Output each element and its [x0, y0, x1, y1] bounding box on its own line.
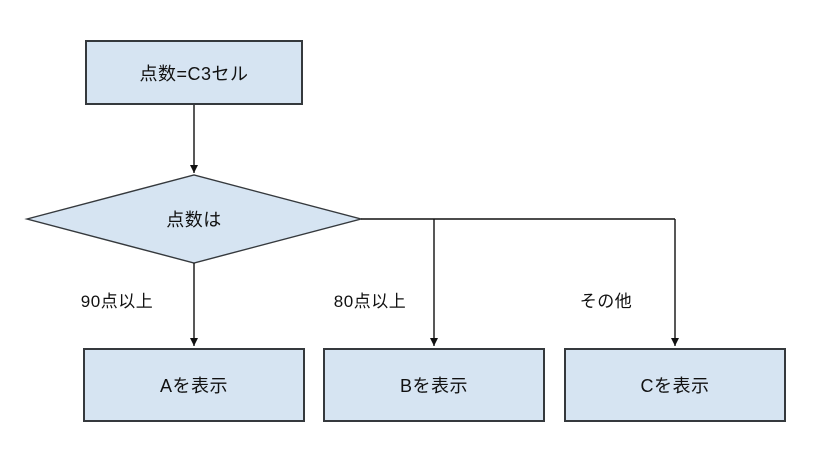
- node-result-c-label: Cを表示: [640, 376, 710, 396]
- node-start-label: 点数=C3セル: [139, 63, 249, 84]
- node-result-c: Cを表示: [564, 348, 786, 422]
- node-result-a: Aを表示: [83, 348, 305, 422]
- node-decision: 点数は: [94, 199, 294, 239]
- node-result-b: Bを表示: [323, 348, 545, 422]
- node-result-b-label: Bを表示: [399, 376, 468, 396]
- branch-label-a: 90点以上: [80, 292, 154, 311]
- branch-label-c: その他: [579, 292, 633, 311]
- node-result-a-label: Aを表示: [159, 376, 228, 396]
- node-decision-label: 点数は: [166, 210, 222, 230]
- node-start: 点数=C3セル: [85, 40, 303, 105]
- branch-label-b: 80点以上: [333, 292, 407, 311]
